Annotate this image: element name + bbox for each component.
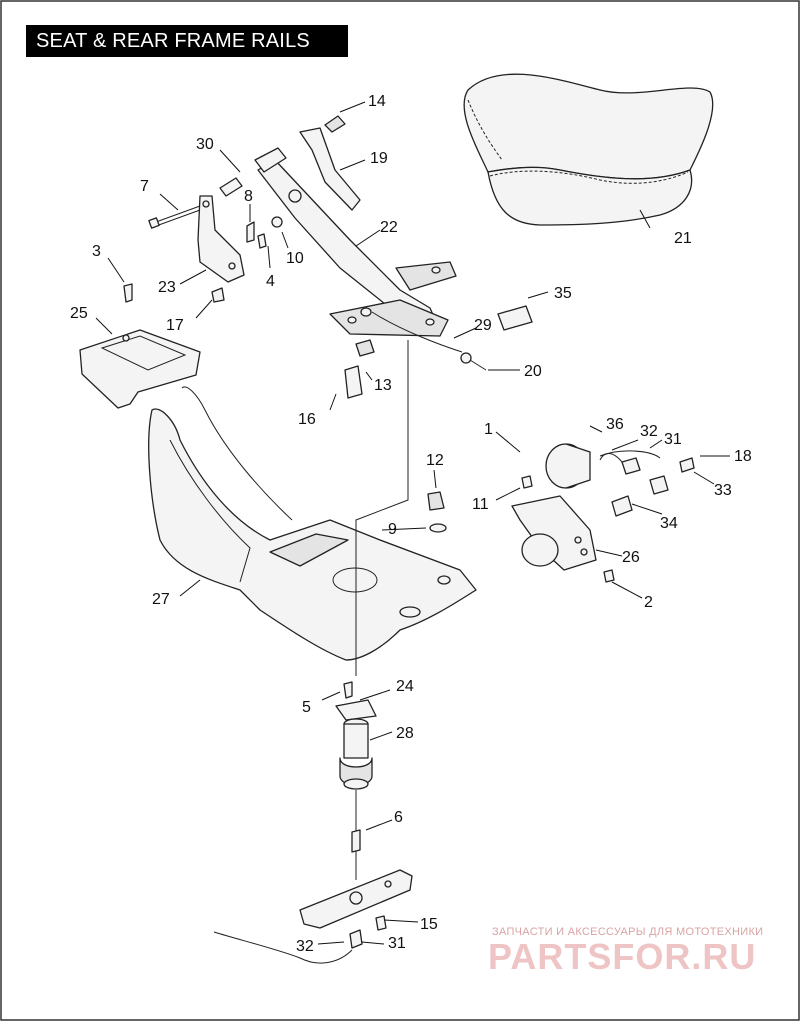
callout-32-bottom: 32 (296, 938, 314, 955)
callout-5: 5 (302, 699, 311, 716)
callout-22: 22 (380, 219, 398, 236)
page-title: SEAT & REAR FRAME RAILS (26, 25, 348, 57)
callout-31-bottom: 31 (388, 935, 406, 952)
callout-32-top: 32 (640, 423, 658, 440)
callout-19: 19 (370, 150, 388, 167)
callout-15: 15 (420, 916, 438, 933)
callout-8: 8 (244, 188, 253, 205)
callout-16: 16 (298, 411, 316, 428)
callout-3: 3 (92, 243, 101, 260)
callout-1: 1 (484, 421, 493, 438)
callout-36: 36 (606, 416, 624, 433)
callout-29: 29 (474, 317, 492, 334)
frame-rail-part (257, 159, 457, 337)
callout-30: 30 (196, 136, 214, 153)
callout-35: 35 (554, 285, 572, 302)
callout-31-top: 31 (664, 431, 682, 448)
watermark-caption: ЗАПЧАСТИ И АКСЕССУАРЫ ДЛЯ МОТОТЕХНИКИ (492, 926, 764, 938)
callout-33: 33 (714, 482, 732, 499)
seat-part (463, 73, 714, 226)
lower-bracket-part (299, 869, 413, 929)
watermark-brand: PARTSFOR.RU (488, 936, 757, 977)
shock-part (339, 718, 373, 790)
callout-18: 18 (734, 448, 752, 465)
callout-34: 34 (660, 515, 678, 532)
spacer-part (219, 147, 287, 197)
callout-17: 17 (166, 317, 184, 334)
plate-part (79, 329, 201, 409)
leader-lines (95, 101, 730, 945)
side-bracket-part (197, 195, 245, 283)
callout-14: 14 (368, 93, 386, 110)
callout-11: 11 (472, 496, 489, 513)
fender-part (148, 386, 477, 661)
callout-6: 6 (394, 809, 403, 826)
callout-24: 24 (396, 678, 414, 695)
bracket-part (299, 115, 361, 211)
latch-assembly-part (511, 443, 597, 571)
callout-21: 21 (674, 230, 692, 247)
callout-27: 27 (152, 591, 170, 608)
callout-13: 13 (374, 377, 392, 394)
callout-12: 12 (426, 452, 444, 469)
callout-25: 25 (70, 305, 88, 322)
callout-10: 10 (286, 250, 304, 267)
callout-4: 4 (266, 273, 275, 290)
callout-23: 23 (158, 279, 176, 296)
callout-9: 9 (388, 521, 397, 538)
callout-26: 26 (622, 549, 640, 566)
callout-7: 7 (140, 178, 149, 195)
callout-2: 2 (644, 594, 653, 611)
callout-28: 28 (396, 725, 414, 742)
callout-20: 20 (524, 363, 542, 380)
